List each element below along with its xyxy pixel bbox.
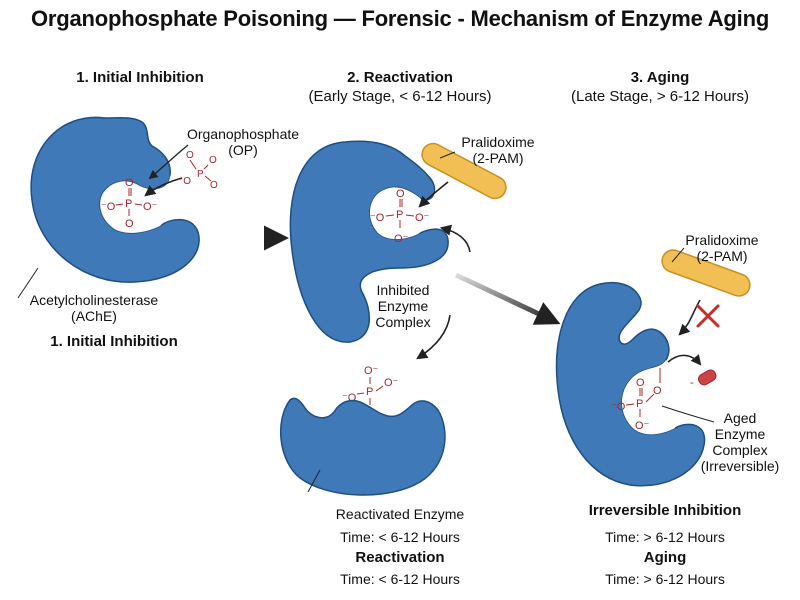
svg-text:O: O [125, 177, 134, 189]
svg-text:P: P [125, 198, 132, 210]
stage3-caption: Aging [643, 549, 687, 566]
complex-label-arrow [439, 224, 471, 253]
reactivated-label-pointer [307, 469, 321, 493]
svg-text:O: O [209, 155, 217, 166]
svg-text:O⁻: O⁻ [143, 201, 158, 213]
svg-text:⁻O: ⁻O [178, 176, 191, 187]
aged-line4: (Irreversible) [700, 458, 780, 474]
irreversible-label: Irreversible Inhibition [588, 502, 742, 519]
pam-attack-arrow [418, 181, 449, 208]
svg-text:O⁻: O⁻ [394, 233, 409, 245]
aged-phosphate: O P ⁻O O O⁻ [611, 368, 662, 432]
stage2-time: Time: < 6-12 Hours [340, 529, 460, 545]
aged-line2: Enzyme [714, 426, 766, 442]
complex-line2: Enzyme [377, 298, 429, 314]
page-title: Organophosphate Poisoning — Forensic - M… [30, 6, 770, 31]
svg-text:P: P [636, 398, 643, 410]
inhibited-enzyme [289, 140, 449, 343]
transition-arrow-2-to-3 [454, 272, 561, 325]
aged-line3: Complex [712, 442, 768, 458]
enzyme-label-line2: (AChE) [71, 308, 117, 324]
pam2-label: Pralidoxime (2-PAM) [448, 134, 548, 166]
reactivation-arrow [416, 314, 451, 360]
svg-text:⁻O: ⁻O [611, 401, 626, 413]
pam3-label-line2: (2-PAM) [696, 248, 748, 264]
pam3-label-line1: Pralidoxime [685, 232, 759, 248]
leaving-group-arrow [667, 354, 702, 366]
aged-label-pointer [661, 405, 715, 423]
stage1-caption: 1. Initial Inhibition [50, 333, 178, 350]
op-label: Organophosphate (OP) [178, 126, 308, 158]
aged-line1: Aged [723, 410, 757, 426]
leaving-group-charge: - [690, 377, 694, 389]
stage3-subheading: (Late Stage, > 6-12 Hours) [570, 88, 749, 105]
stage2-caption: Reactivation [355, 549, 445, 566]
stage2-heading: 2. Reactivation [347, 69, 453, 86]
op-binding-arrow [144, 177, 183, 197]
svg-text:O: O [125, 218, 134, 230]
stage2-heading-block: 2. Reactivation (Early Stage, < 6-12 Hou… [280, 68, 520, 106]
svg-text:P: P [366, 386, 373, 398]
pam3-label-pointer [671, 247, 685, 263]
stage3-time: Time: > 6-12 Hours [605, 529, 725, 545]
enzyme-label: Acetylcholinesterase (AChE) [14, 292, 174, 324]
bound-phosphate-stage2: O P ⁻O O⁻ O⁻ [370, 188, 430, 245]
enzyme-label-line1: Acetylcholinesterase [29, 292, 159, 308]
pam2-label-line1: Pralidoxime [461, 134, 535, 150]
svg-text:P: P [396, 209, 403, 221]
active-site-pocket [369, 187, 426, 240]
free-organophosphate: O O P ⁻O O [178, 150, 218, 191]
bound-phosphate-stage1: O P ⁻O O⁻ O [101, 177, 158, 230]
svg-text:O⁻: O⁻ [384, 377, 399, 389]
svg-text:O⁻: O⁻ [635, 420, 650, 432]
svg-text:O: O [396, 188, 405, 200]
complex-line1: Inhibited [376, 282, 430, 298]
active-site-pocket [621, 360, 677, 435]
stage2-caption-time: Time: < 6-12 Hours [340, 571, 460, 587]
op-label-pointer [148, 144, 189, 180]
pam3-label: Pralidoxime (2-PAM) [672, 232, 772, 264]
pam-failed-arrow [678, 299, 701, 336]
stage1-heading: 1. Initial Inhibition [76, 69, 204, 86]
reactivated-label: Reactivated Enzyme [335, 506, 465, 522]
svg-text:O: O [653, 385, 662, 397]
op-label-line2: (OP) [228, 142, 258, 158]
pralidoxime-molecule-blocked [661, 249, 751, 297]
svg-text:O: O [636, 377, 645, 389]
block-x-icon [696, 304, 720, 328]
svg-text:⁻O: ⁻O [101, 201, 116, 213]
svg-text:⁻O: ⁻O [370, 212, 385, 224]
svg-text:O: O [210, 180, 218, 191]
pam2-label-pointer [439, 151, 456, 159]
enzyme-label-pointer [17, 267, 39, 299]
complex-line3: Complex [375, 314, 431, 330]
reactivated-enzyme [279, 397, 446, 496]
leaving-alkyl-group [698, 369, 717, 386]
inhibited-complex-label: Inhibited Enzyme Complex [358, 282, 448, 330]
stage2-subheading: (Early Stage, < 6-12 Hours) [308, 88, 492, 105]
svg-text:O⁻: O⁻ [364, 365, 379, 377]
svg-text:O⁻: O⁻ [415, 212, 430, 224]
stage1-heading-block: 1. Initial Inhibition [40, 68, 240, 87]
stage3-heading: 3. Aging [630, 69, 690, 86]
pam2-label-line2: (2-PAM) [472, 150, 524, 166]
aged-complex-label: Aged Enzyme Complex (Irreversible) [690, 410, 790, 474]
svg-text:O: O [186, 150, 194, 161]
svg-text:P: P [197, 169, 204, 180]
stage3-heading-block: 3. Aging (Late Stage, > 6-12 Hours) [540, 68, 780, 106]
stage3-caption-time: Time: > 6-12 Hours [605, 571, 725, 587]
op-label-line1: Organophosphate [186, 126, 300, 142]
